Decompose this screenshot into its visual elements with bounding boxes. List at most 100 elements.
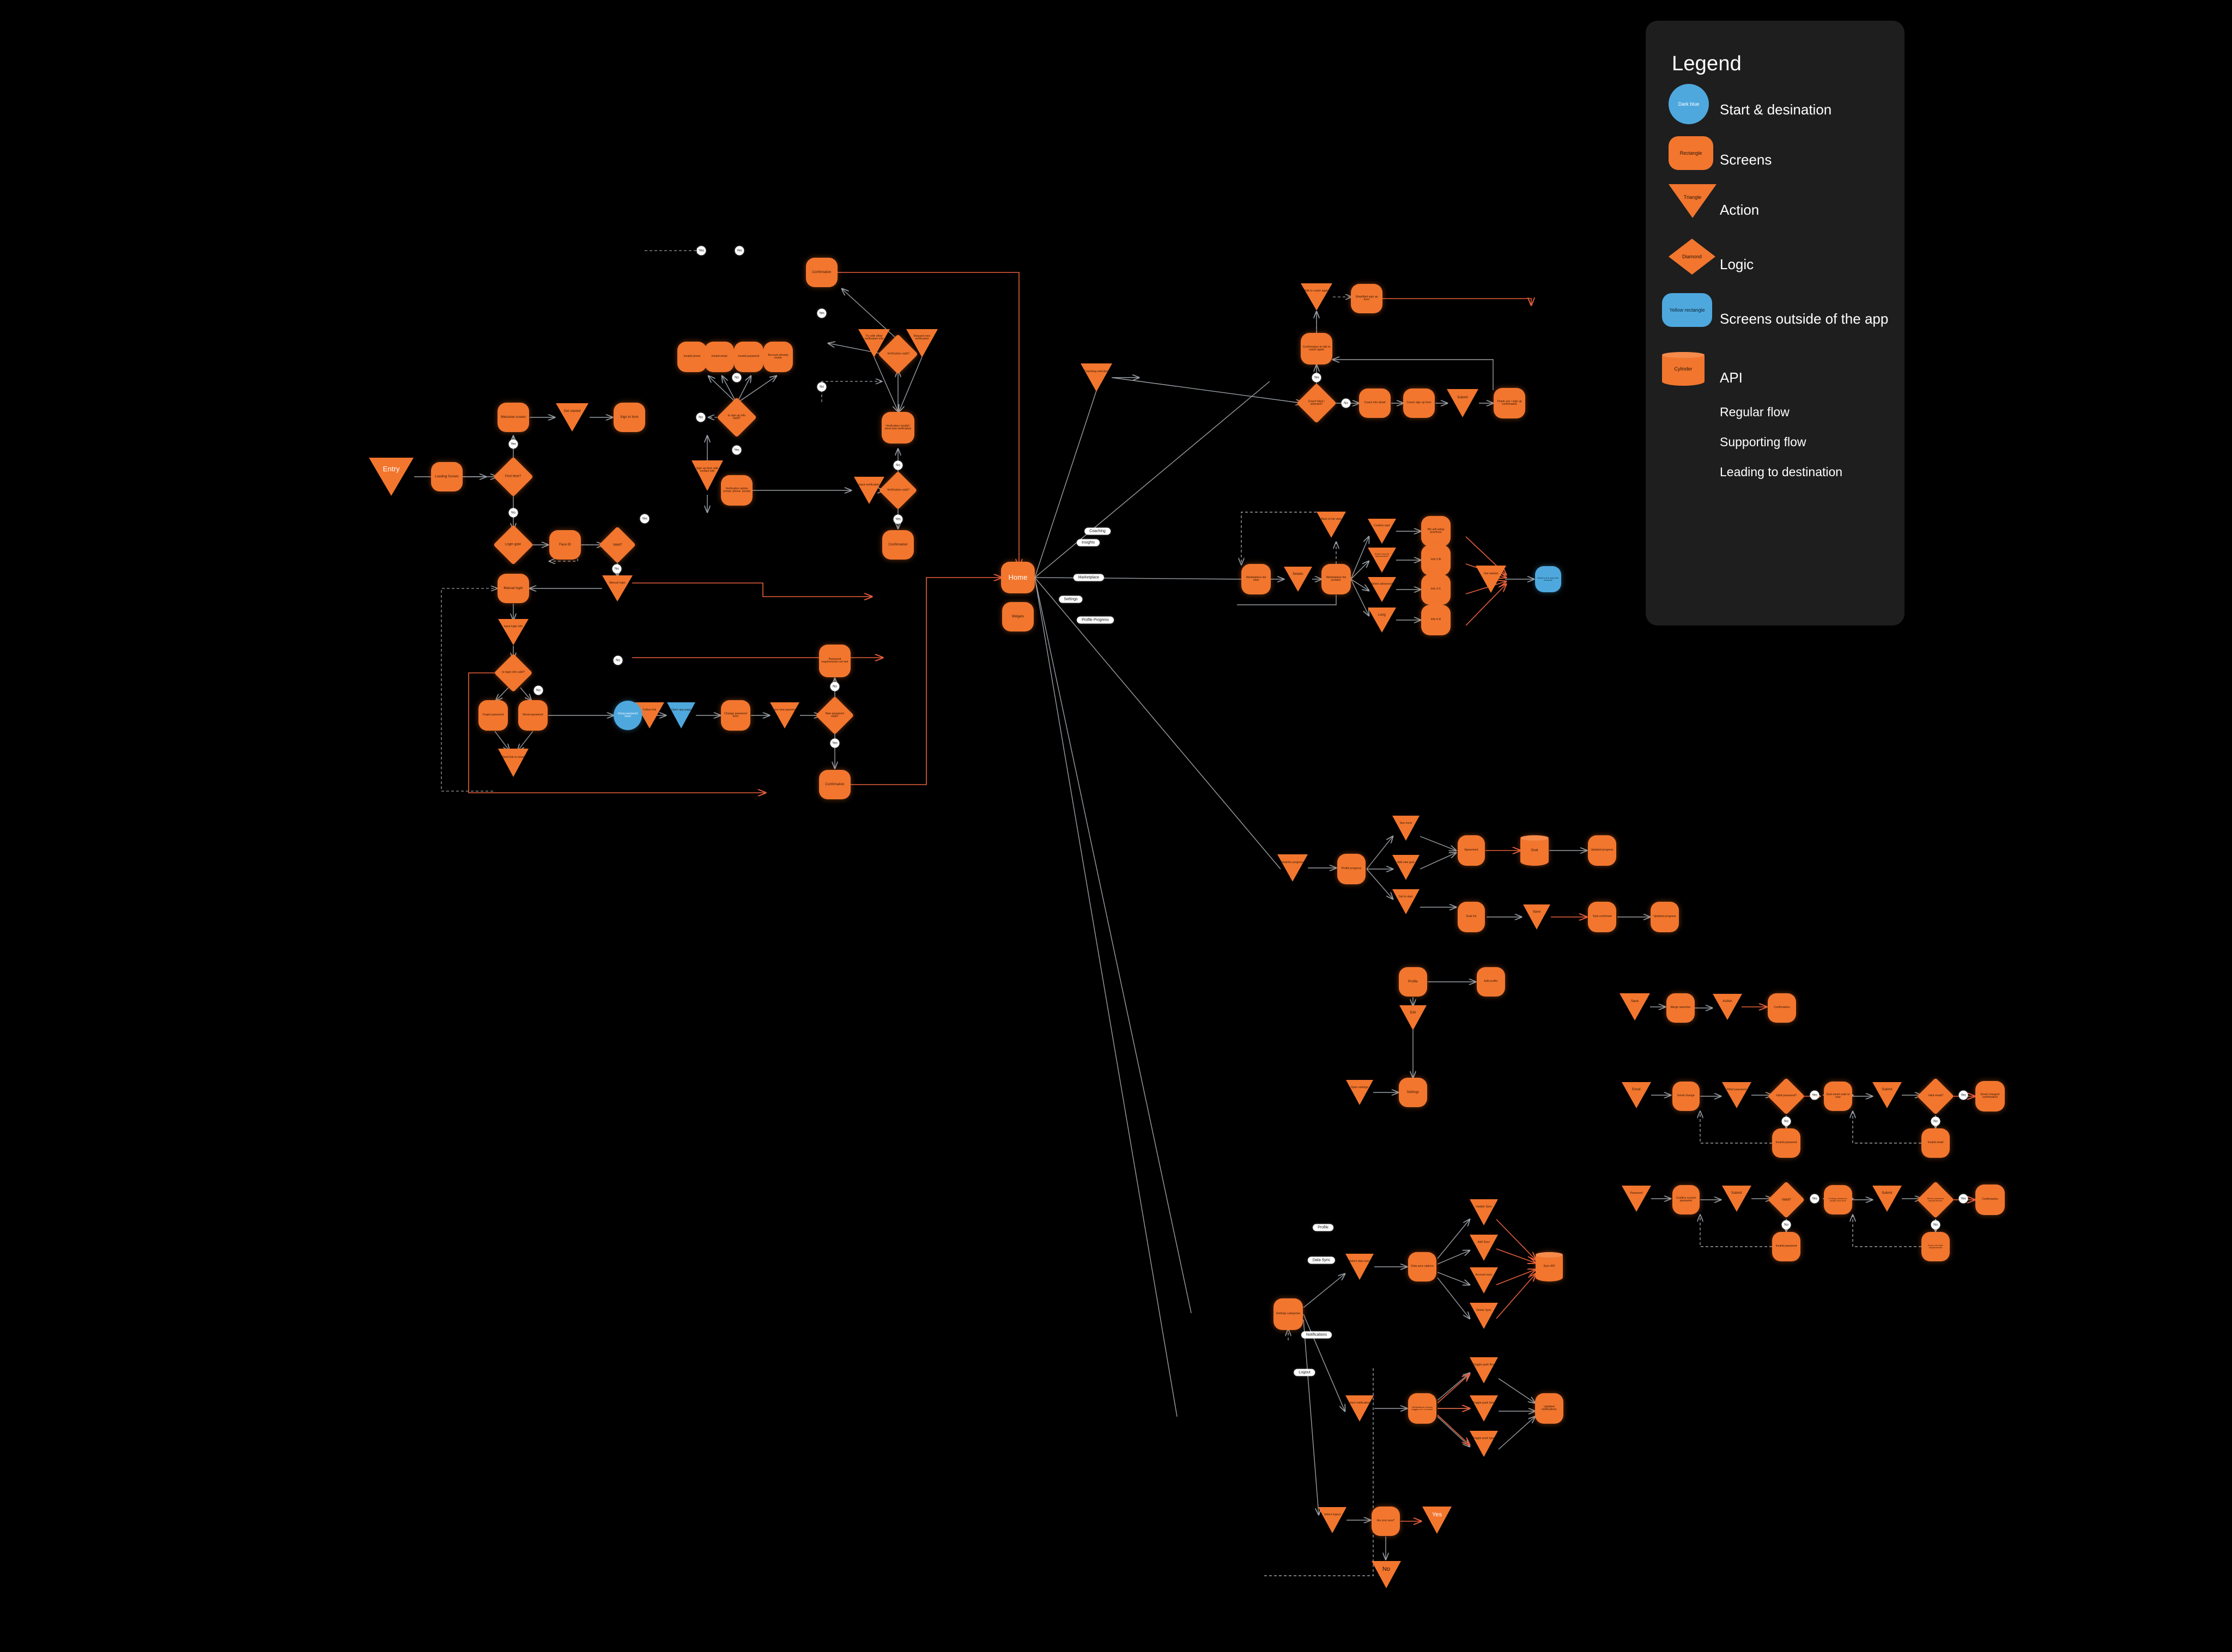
action-node[interactable]: Request new verification <box>906 329 938 357</box>
screen-node[interactable]: Are you sure? <box>1372 1507 1400 1536</box>
logic-node[interactable]: New password valid? <box>815 696 854 735</box>
logic-node[interactable]: First time? <box>493 457 533 497</box>
edge-condition-dot[interactable]: Yes <box>1810 1194 1819 1204</box>
screen-node[interactable]: Marketplace list view <box>1241 564 1271 594</box>
action-node[interactable]: Details <box>1284 567 1312 592</box>
action-node[interactable]: Submit <box>1872 1186 1902 1212</box>
action-node[interactable]: Select data sync <box>1345 1254 1374 1280</box>
screen-node[interactable]: Task confirmed <box>1588 902 1616 932</box>
action-node[interactable]: Statistic progress <box>1277 854 1308 882</box>
action-node[interactable]: Send link to email <box>498 749 529 777</box>
edge-label-pill[interactable]: Profile <box>1313 1224 1333 1231</box>
screen-node[interactable]: Welcome screen <box>498 403 529 432</box>
edge-condition-dot[interactable]: Yes <box>640 514 650 524</box>
screen-node[interactable]: Change password form <box>721 700 750 731</box>
action-node[interactable]: No <box>1372 1561 1401 1588</box>
screen-node[interactable]: Profile progress <box>1337 854 1366 884</box>
screen-node[interactable]: Invalid password <box>1772 1232 1800 1261</box>
screen-node[interactable]: Does not meet requirements <box>1921 1232 1950 1261</box>
edge-condition-dot[interactable]: No <box>732 373 742 382</box>
edge-condition-dot[interactable]: No <box>830 682 840 691</box>
edge-condition-dot[interactable]: Yes <box>735 246 744 256</box>
logic-node[interactable]: Valid? <box>1768 1181 1805 1218</box>
action-node[interactable]: Back to list view <box>1317 512 1346 538</box>
logic-node[interactable]: Valid password? <box>1768 1078 1805 1115</box>
action-node[interactable]: Try with other verification info <box>858 329 890 357</box>
screen-node[interactable]: Settings categories <box>1273 1298 1303 1330</box>
edge-label-pill[interactable]: Data Sync <box>1307 1256 1336 1264</box>
logic-node[interactable]: Is sign up info valid? <box>717 397 757 438</box>
edge-condition-dot[interactable]: Yes <box>1958 1194 1968 1204</box>
action-node[interactable]: Select smooth improvement <box>1368 548 1396 573</box>
action-node[interactable]: Toggle push time <box>1470 1395 1498 1422</box>
screen-node[interactable]: Updated progress <box>1588 835 1616 866</box>
screen-node[interactable]: Email change <box>1672 1082 1700 1111</box>
screen-node[interactable]: Goal list <box>1458 902 1485 932</box>
action-node[interactable]: Delete Sync <box>1470 1303 1498 1329</box>
screen-node[interactable]: Invalid email <box>1921 1128 1950 1158</box>
action-node[interactable]: Submit <box>1722 1186 1751 1212</box>
action-node[interactable]: Yes <box>1422 1507 1452 1534</box>
screen-node[interactable]: Coach sign up form <box>1403 388 1435 418</box>
api-node[interactable]: Sync API <box>1536 1252 1563 1281</box>
screen-node[interactable]: Merge selection <box>1666 993 1695 1023</box>
screen-node[interactable]: Notifications choose toggles on / no toa… <box>1408 1393 1436 1424</box>
edge-condition-dot[interactable]: No <box>533 685 543 695</box>
action-node[interactable]: Long <box>1368 608 1396 633</box>
screen-node[interactable]: Widgets <box>1002 602 1034 631</box>
action-node[interactable]: Select advanced <box>1368 577 1396 602</box>
screen-node[interactable]: Account already exists <box>763 342 793 372</box>
logic-node[interactable]: Meets password requirements? <box>1917 1181 1954 1218</box>
action-node[interactable]: Add Sync <box>1470 1235 1498 1261</box>
action-node[interactable]: Sign up form with contact info <box>692 460 723 491</box>
screen-node[interactable]: Updated progress <box>1651 902 1679 932</box>
screen-node[interactable]: Profile <box>1399 967 1427 997</box>
action-node[interactable]: Confirm start <box>1368 519 1396 544</box>
edge-label-pill[interactable]: Settings <box>1059 596 1083 603</box>
screen-node[interactable]: Email changed confirmation <box>1975 1081 2005 1112</box>
screen-node[interactable]: Marketplace list product <box>1321 564 1351 594</box>
screen-node[interactable]: Change password, repeat new here <box>1824 1185 1852 1214</box>
screen-node[interactable]: Edit profile <box>1477 967 1505 997</box>
logic-node[interactable]: Valid email? <box>1917 1078 1954 1115</box>
edge-condition-dot[interactable]: Yes <box>732 445 742 455</box>
action-node[interactable]: Password <box>1622 1186 1651 1212</box>
screen-node[interactable]: Data sync options <box>1408 1252 1436 1281</box>
screen-node[interactable]: We will setup practices <box>1421 516 1451 546</box>
screen-node[interactable]: Forgot password <box>478 700 508 731</box>
screen-node[interactable]: Confirmation <box>882 530 914 560</box>
action-node[interactable]: See more <box>1392 816 1420 841</box>
edge-condition-dot[interactable]: Yes <box>893 514 903 524</box>
action-node[interactable]: Input login info <box>498 619 529 645</box>
screen-node[interactable]: Verification option (email, phone, socia… <box>721 475 753 506</box>
screen-node[interactable]: Face ID <box>549 530 581 560</box>
outside-app-node[interactable]: Back to the app web browser <box>1535 566 1561 592</box>
edge-condition-dot[interactable]: No <box>893 460 903 470</box>
screen-node[interactable]: Confirmation <box>819 770 851 799</box>
screen-node[interactable]: Agreement <box>1458 835 1485 866</box>
screen-node[interactable]: Thank you / sign up confirmation <box>1494 388 1525 418</box>
edge-label-pill[interactable]: Notifications <box>1301 1331 1332 1339</box>
screen-node[interactable]: Simplified sign up form <box>1351 284 1382 313</box>
edge-condition-dot[interactable]: No <box>696 412 706 422</box>
action-node[interactable]: Coaching selection <box>1081 363 1112 392</box>
screen-node[interactable]: Verification invalid / send new verifica… <box>882 412 914 444</box>
screen-node[interactable]: Home <box>1001 562 1035 593</box>
logic-node[interactable]: Coach liked / selected? <box>1296 383 1337 423</box>
edge-condition-dot[interactable]: Yes <box>1810 1090 1819 1100</box>
action-node[interactable]: Save <box>1620 993 1650 1021</box>
outside-app-node[interactable]: Open app page <box>667 702 695 728</box>
screen-node[interactable]: Reset password <box>518 700 548 731</box>
screen-node[interactable]: Settings <box>1399 1078 1427 1107</box>
action-node[interactable]: Set to start <box>1392 889 1420 914</box>
edge-condition-dot[interactable]: No <box>1341 398 1351 408</box>
action-node[interactable]: Manual login <box>602 575 633 602</box>
start-destination-node[interactable]: Using password reset <box>614 701 642 730</box>
edge-condition-dot[interactable]: No <box>817 382 827 392</box>
screen-node[interactable]: Updated notifications <box>1535 1393 1563 1424</box>
screen-node[interactable]: Coach info detail <box>1359 388 1391 418</box>
action-node[interactable]: Talk to coach again <box>1301 283 1332 311</box>
action-node[interactable]: Entry <box>369 458 414 496</box>
action-node[interactable]: Submit <box>1447 389 1478 417</box>
screen-node[interactable]: Confirmation <box>1768 993 1796 1023</box>
